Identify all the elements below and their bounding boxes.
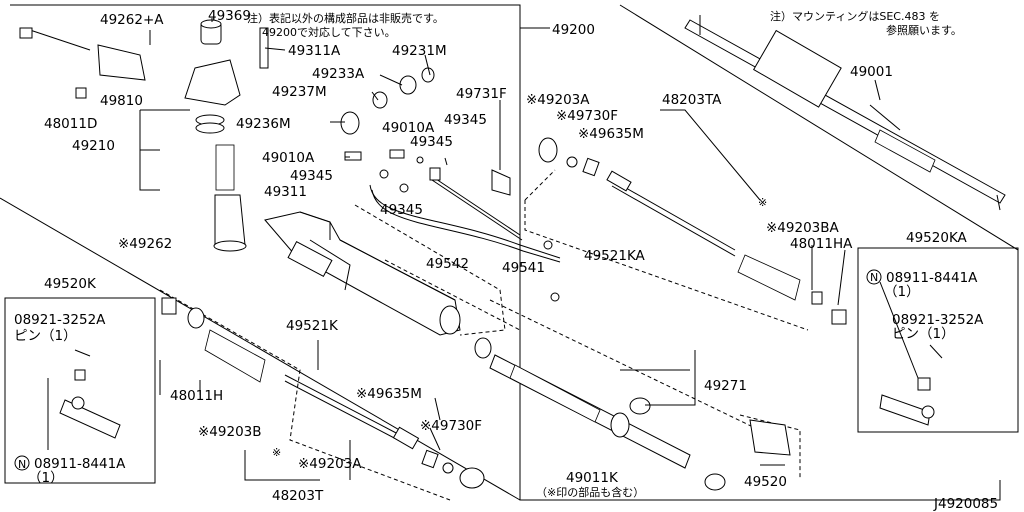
label-49311A: 49311A [288,43,341,59]
callout-labels: 注）表記以外の構成部品は非販売です。 49200で対応して下さい。 注）マウンテ… [14,8,998,512]
note-top-center-line2: 49200で対応して下さい。 [262,25,396,39]
label-08911-left: 08911-8441A [34,456,126,472]
label-49730F-bot: ※49730F [420,418,482,434]
star-mark-a: ※ [758,196,767,209]
label-49010A-b: 49010A [262,150,315,166]
label-49203BA: ※49203BA [766,220,840,236]
note-top-right-line2: 参照願います。 [886,23,962,37]
rack-group [474,299,801,491]
label-pin-right: ピン（1） [892,326,955,342]
label-49635M-top: ※49635M [578,126,644,142]
label-49521KA: 49521KA [584,248,646,264]
tie-rod-right-group [524,137,847,331]
label-49231M: 49231M [392,43,447,59]
star-mark-b: ※ [272,446,281,459]
label-08921-left: 08921-3252A [14,312,106,328]
label-49520KA: 49520KA [906,230,968,246]
label-48011D: 48011D [44,116,97,132]
label-49011K: 49011K [566,470,619,486]
label-49635M-bot: ※49635M [356,386,422,402]
label-49345-d: 49345 [380,202,423,218]
label-49810: 49810 [100,93,143,109]
frame-lines [0,4,1019,501]
note-top-right-line1: 注）マウンティングはSEC.483 を [770,9,940,23]
label-49210: 49210 [72,138,115,154]
pinion-assembly [19,19,560,302]
label-49010A-a: 49010A [382,120,435,136]
label-49542: 49542 [426,256,469,272]
label-48011H: 48011H [170,388,223,404]
label-49271: 49271 [704,378,747,394]
label-49311: 49311 [264,184,307,200]
figure-id: J4920085 [933,496,998,512]
label-49200: 49200 [552,22,595,38]
note-top-center-line1: 注）表記以外の構成部品は非販売です。 [247,11,444,25]
label-qty-left: （1） [28,470,64,486]
label-49521K: 49521K [286,318,339,334]
label-49345-c: 49345 [290,168,333,184]
label-49203A-top: ※49203A [526,92,590,108]
tie-rod-left-group [159,289,485,501]
label-49345-a: 49345 [444,112,487,128]
tie-rod-end-left-inset [14,349,121,471]
label-49730F-top: ※49730F [556,108,618,124]
label-49236M: 49236M [236,116,291,132]
label-49237M: 49237M [272,84,327,100]
label-49001: 49001 [850,64,893,80]
label-08921-right: 08921-3252A [892,312,984,328]
steering-gear-assembly [684,15,1006,211]
label-49731F: 49731F [456,86,507,102]
label-49541: 49541 [502,260,545,276]
n-mark-left: N [18,458,26,471]
label-qty-right: （1） [884,284,920,300]
label-48203TA: 48203TA [662,92,722,108]
label-49262A: 49262+A [100,12,164,28]
label-49262-star: ※49262 [118,236,172,252]
n-mark-right: N [870,271,878,284]
note-bottom: （※印の部品も含む） [536,485,644,499]
label-08911-right: 08911-8441A [886,270,978,286]
label-48011HA: 48011HA [790,236,853,252]
label-49203A-bot: ※49203A [298,456,362,472]
tie-rod-end-right-inset [866,269,943,426]
label-49233A: 49233A [312,66,365,82]
label-49520K: 49520K [44,276,97,292]
label-49345-b: 49345 [410,134,453,150]
label-48203T: 48203T [272,488,324,504]
label-pin-left: ピン（1） [14,328,77,344]
leader-lines [149,18,881,481]
label-49369: 49369 [208,8,251,24]
label-49520: 49520 [744,474,787,490]
label-49203B: ※49203B [198,424,262,440]
power-cylinder-assembly [264,174,561,336]
